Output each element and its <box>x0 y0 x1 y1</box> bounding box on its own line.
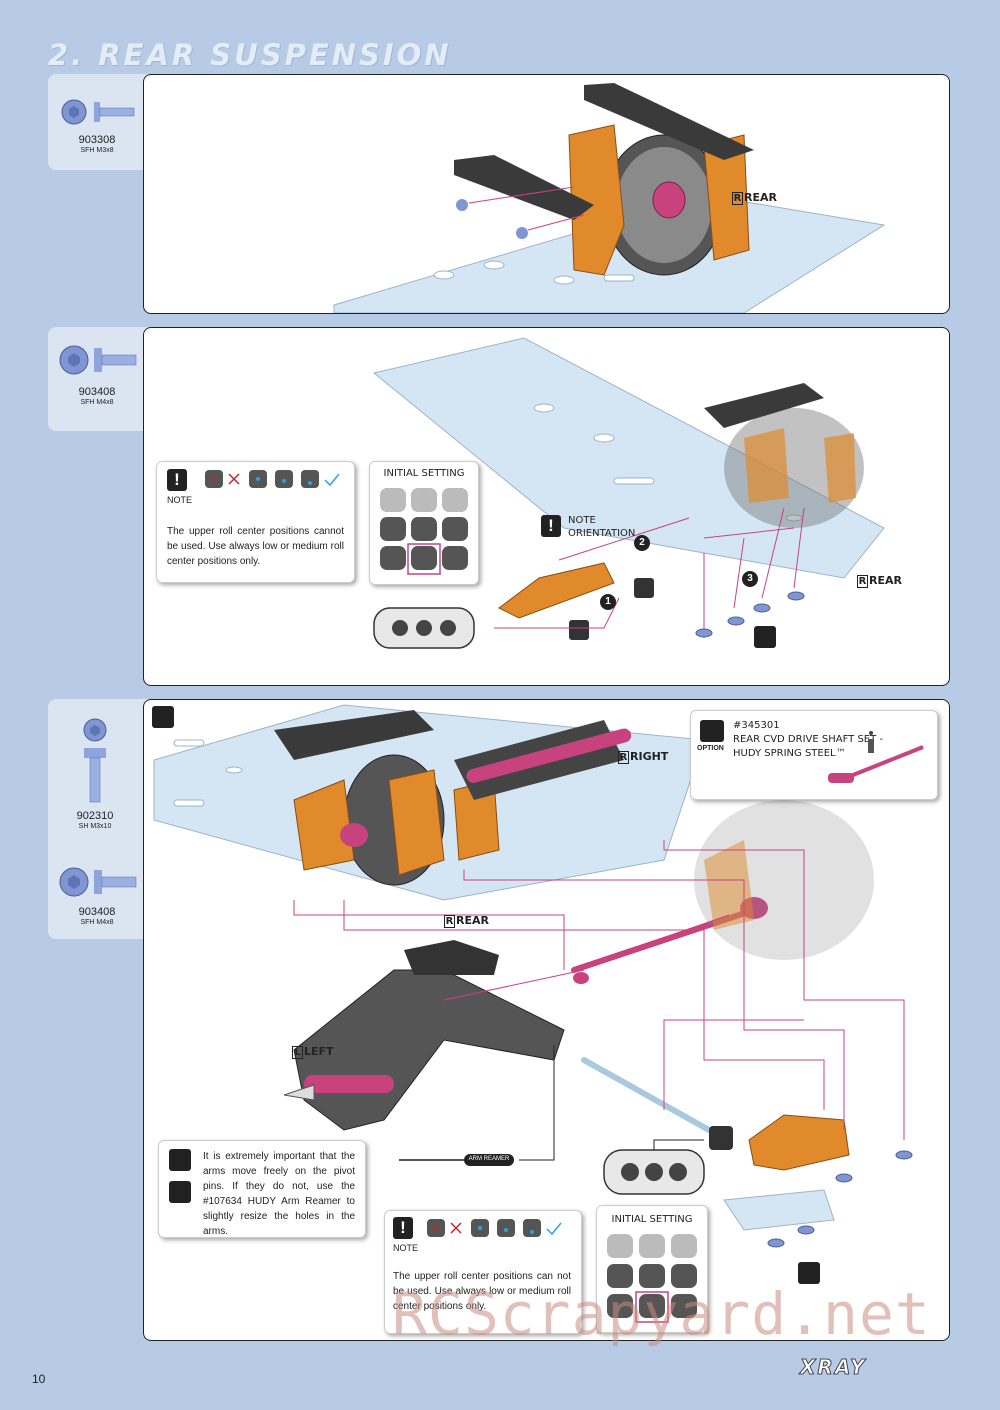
screw-head-icon <box>61 99 135 125</box>
screw-head-icon <box>59 867 137 897</box>
exclamation-icon: ! <box>393 1217 413 1239</box>
watermark: RCScrapyard.net <box>392 1280 931 1348</box>
option-line2: HUDY SPRING STEEL™ <box>733 748 846 759</box>
part-code: 903308 <box>78 134 116 146</box>
part-code: 902310 <box>76 810 114 822</box>
part-desc: SH M3x10 <box>78 823 112 830</box>
reamer-note-box: It is extremely important that the arms … <box>158 1140 366 1238</box>
socket-head-screw-icon <box>83 718 107 803</box>
lr-icon <box>152 706 174 728</box>
tool-icon <box>754 626 776 648</box>
part-code: 903408 <box>78 386 116 398</box>
step1-parts-tab <box>48 74 158 170</box>
part-903308: 903308 SFH M3x8 <box>52 94 142 155</box>
tool-icon <box>798 1262 820 1284</box>
part-903408: 903408 SFH M4x8 <box>52 340 142 407</box>
note-box: ! NOTE The upper roll center positions c… <box>384 1210 582 1334</box>
check-icon <box>324 473 340 487</box>
roll-center-icons <box>205 470 340 488</box>
position-grid <box>380 488 468 575</box>
callout-1: 1 <box>600 594 616 610</box>
initial-setting-label: INITIAL SETTING <box>611 1214 693 1225</box>
initial-setting-label: INITIAL SETTING <box>383 468 465 479</box>
screw-head-icon <box>59 345 137 375</box>
part-902310: 902310 SH M3x10 <box>50 716 140 831</box>
step3-parts-tab <box>48 699 158 939</box>
roll-center-icons <box>427 1219 562 1237</box>
step3-illustration <box>152 704 913 1284</box>
option-box: OPTION #345301 REAR CVD DRIVE SHAFT SET … <box>690 710 938 800</box>
part-desc: SFH M4x8 <box>80 399 114 406</box>
note-orientation-label: NOTE ORIENTATION <box>568 515 636 539</box>
arm-reamer-label: ARM REAMER <box>468 1156 510 1162</box>
part-903408: 903408 SFH M4x8 <box>52 862 142 927</box>
part-desc: SFH M4x8 <box>80 919 114 926</box>
note-text: The upper roll center positions cannot b… <box>167 526 344 567</box>
reamer-icon <box>169 1149 191 1171</box>
note-heading: NOTE <box>167 495 193 505</box>
option-code: #345301 <box>733 720 780 731</box>
cvd-shaft-image <box>828 731 924 783</box>
lr-icon <box>169 1181 191 1203</box>
check-icon <box>546 1222 562 1236</box>
option-tag: OPTION <box>697 745 724 752</box>
note-box: ! NOTE The upper roll center positions c… <box>156 461 355 583</box>
reamer-note-text: It is extremely important that the arms … <box>203 1151 355 1237</box>
step2-parts-tab <box>48 327 158 431</box>
initial-setting-box: INITIAL SETTING <box>369 461 479 585</box>
step1-illustration <box>333 83 886 313</box>
option-line1: REAR CVD DRIVE SHAFT SET - <box>733 734 884 745</box>
note-text: The upper roll center positions can not … <box>393 1271 571 1312</box>
step2-illustration <box>372 337 885 649</box>
section-title: 2. REAR SUSPENSION <box>48 38 452 72</box>
exclamation-icon: ! <box>541 515 561 537</box>
part-desc: SFH M3x8 <box>80 147 114 154</box>
callout-2: 2 <box>634 535 650 551</box>
bushing <box>569 620 589 640</box>
thumbs-up-icon <box>700 720 724 742</box>
initial-setting-box: INITIAL SETTING <box>596 1205 708 1333</box>
brand-logo: XRAY <box>800 1355 867 1380</box>
note-heading: NOTE <box>393 1243 419 1253</box>
callout-3: 3 <box>742 571 758 587</box>
page-number: 10 <box>32 1372 46 1386</box>
position-grid <box>607 1234 697 1323</box>
exclamation-icon: ! <box>167 469 187 491</box>
part-code: 903408 <box>78 906 116 918</box>
